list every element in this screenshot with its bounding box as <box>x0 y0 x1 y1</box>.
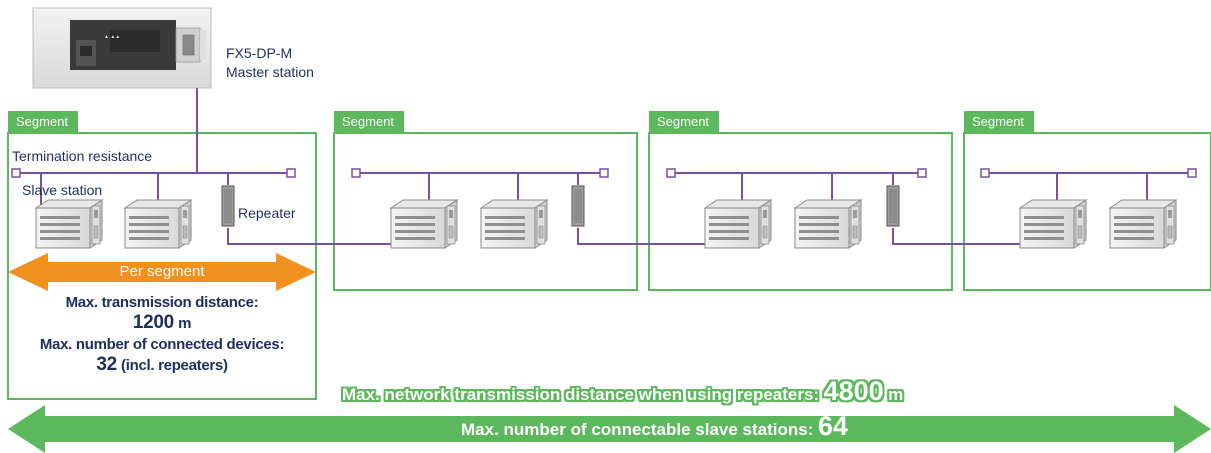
network-distance-label: Max. network transmission distance when … <box>342 385 820 404</box>
segment-box-2 <box>333 132 638 291</box>
segment-box-4 <box>963 132 1211 291</box>
segment-box-3 <box>648 132 953 291</box>
segment-label-1: Segment <box>8 111 79 133</box>
master-role: Master station <box>226 64 314 80</box>
network-distance: Max. network transmission distance when … <box>342 376 903 407</box>
svg-text:▲ ▲▲: ▲ ▲▲ <box>104 34 120 40</box>
segment-stats: Max. transmission distance: 1200 m Max. … <box>10 294 314 376</box>
max-devices-label: Max. number of connected devices: <box>39 336 285 353</box>
max-devices-value: 32 <box>96 354 117 375</box>
termination-resistance-label: Termination resistance <box>12 148 153 164</box>
termination-resistors <box>11 168 1197 178</box>
repeater-label: Repeater <box>238 205 296 221</box>
max-distance-unit: m <box>178 315 192 332</box>
segment-box-1 <box>7 132 317 400</box>
segment-label-2: Segment <box>334 111 405 133</box>
network-distance-unit: m <box>888 385 904 404</box>
network-distance-value: 4800 <box>823 376 884 406</box>
per-segment-label: Per segment <box>119 263 205 280</box>
master-model: FX5-DP-M <box>226 45 293 61</box>
max-distance-value: 1200 <box>132 312 174 333</box>
max-slaves-value: 64 <box>817 411 848 441</box>
network-arrow <box>8 405 1211 453</box>
master-station-label: FX5-DP-M Master station <box>226 44 314 82</box>
per-segment-arrow <box>8 253 316 291</box>
max-slaves: Max. number of connectable slave station… <box>461 411 848 442</box>
segment-label-4: Segment <box>964 111 1035 133</box>
segment-label-3: Segment <box>649 111 720 133</box>
max-distance-label: Max. transmission distance: <box>65 294 259 311</box>
slave-stations <box>35 199 1177 249</box>
slave-station-label: Slave station <box>22 182 103 198</box>
max-slaves-label: Max. number of connectable slave station… <box>461 420 814 439</box>
master-plc: ▲ ▲▲ <box>32 7 212 89</box>
max-devices-note: (incl. repeaters) <box>121 357 228 374</box>
